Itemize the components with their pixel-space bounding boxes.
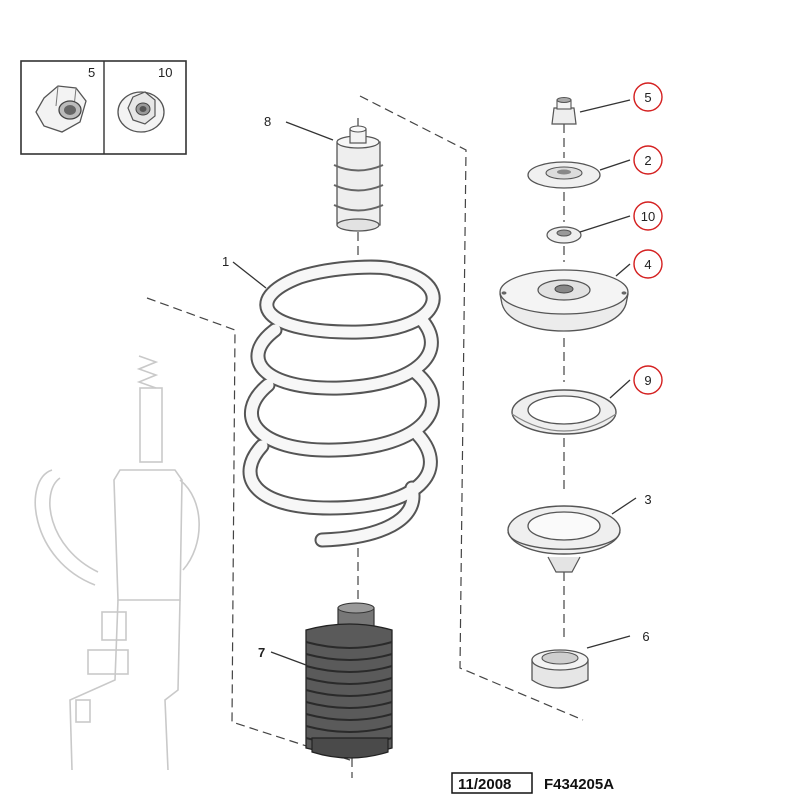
part-label-7: 7 [258,645,265,660]
date-box [451,772,533,794]
footer: 11/2008 F434205A [451,772,614,794]
inset-label-5: 5 [88,65,95,80]
footer-date: 11/2008 [458,776,511,793]
bump-stop [333,125,384,232]
callout-circle-4 [633,249,663,279]
top-mount-part [499,269,629,332]
leader-lines [232,99,637,666]
callout-circle-10 [633,201,663,231]
nut-part [551,97,577,125]
flange-nut-part [546,226,582,244]
washer-part [527,161,601,189]
part-label-2: 2 [644,153,651,168]
lower-cup-part [531,649,589,689]
coil-spring [242,259,441,548]
part-label-3: 3 [644,492,651,507]
assembly-guides [146,95,584,778]
spring-seat-part [507,505,621,573]
hex-nut-icon [35,85,87,133]
part-label-9: 9 [644,373,651,388]
part-label-6: 6 [642,629,649,644]
strut-outline [34,355,200,771]
part-label-1: 1 [222,254,229,269]
part-label-5: 5 [644,90,651,105]
part-label-10: 10 [641,209,655,224]
part-label-8: 8 [264,114,271,129]
footer-ref: F434205A [544,776,614,793]
dust-boot [305,602,393,759]
inset-label-10: 10 [158,65,172,80]
bearing-ring-part [511,389,617,435]
callout-circle-5 [633,82,663,112]
inset-box: 5 10 [20,60,187,155]
circled-callouts [633,82,663,395]
callout-circle-9 [633,365,663,395]
part-label-4: 4 [644,257,651,272]
flange-nut-icon [117,91,165,133]
callout-circle-2 [633,145,663,175]
